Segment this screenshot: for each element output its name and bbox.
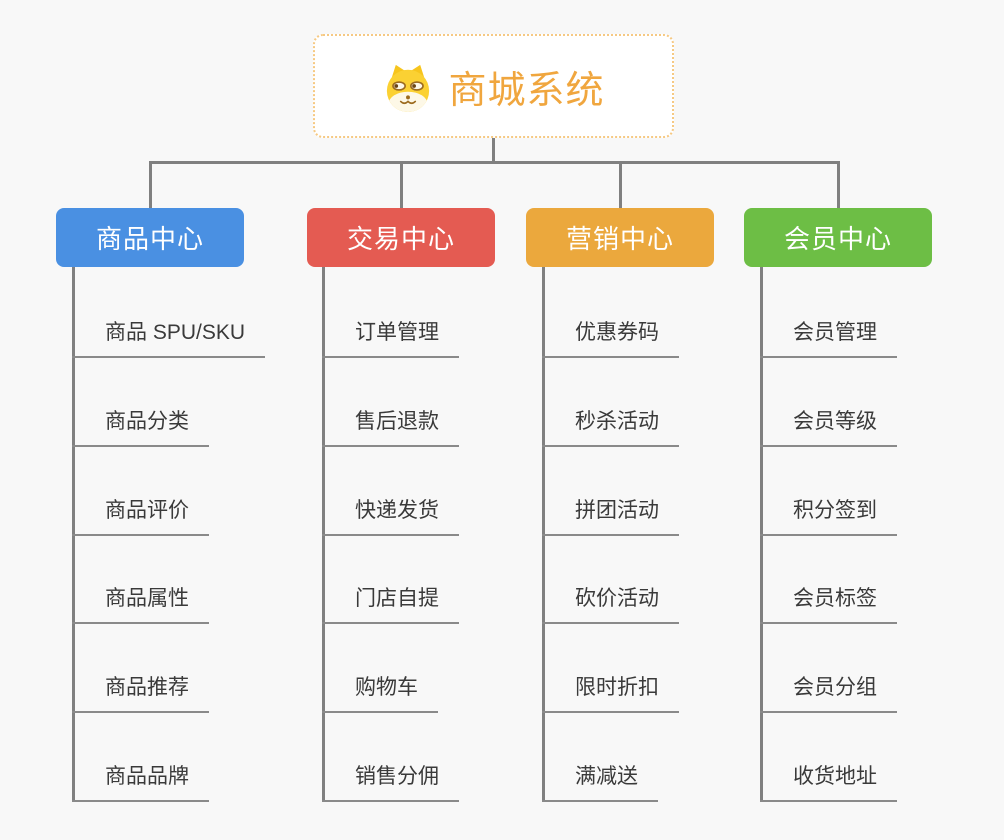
connector-drop-2 — [400, 161, 403, 208]
connector-drop-1 — [149, 161, 152, 208]
branch-header-label: 商品中心 — [95, 224, 204, 254]
leaf-node[interactable]: 会员管理 — [760, 318, 897, 358]
leaf-node[interactable]: 会员等级 — [760, 407, 897, 447]
leaf-node[interactable]: 满减送 — [542, 762, 658, 802]
leaf-node[interactable]: 快递发货 — [322, 496, 459, 536]
leaf-node[interactable]: 商品分类 — [72, 407, 209, 447]
branch-header-trade-center[interactable]: 交易中心 — [307, 208, 495, 267]
leaf-node[interactable]: 商品 SPU/SKU — [72, 318, 266, 358]
root-node[interactable]: 商城系统 — [313, 34, 674, 138]
connector-drop-4 — [837, 161, 840, 208]
leaf-node[interactable]: 商品品牌 — [72, 762, 209, 802]
leaf-node[interactable]: 销售分佣 — [322, 762, 459, 802]
connector-top-bar — [149, 161, 839, 164]
connector-root-stem — [492, 136, 495, 164]
leaf-node[interactable]: 订单管理 — [322, 318, 459, 358]
leaf-node[interactable]: 商品属性 — [72, 584, 209, 624]
leaf-node[interactable]: 购物车 — [322, 673, 438, 713]
leaf-node[interactable]: 商品评价 — [72, 496, 209, 536]
leaf-node[interactable]: 优惠券码 — [542, 318, 679, 358]
branch-header-member-center[interactable]: 会员中心 — [744, 208, 932, 267]
leaf-node[interactable]: 会员标签 — [760, 584, 897, 624]
leaf-node[interactable]: 收货地址 — [760, 762, 897, 802]
leaf-node[interactable]: 售后退款 — [322, 407, 459, 447]
branch-header-label: 交易中心 — [346, 224, 455, 254]
leaf-node[interactable]: 门店自提 — [322, 584, 459, 624]
branch-header-label: 营销中心 — [565, 224, 674, 254]
doge-icon — [387, 64, 430, 112]
leaf-node[interactable]: 商品推荐 — [72, 673, 209, 713]
root-title: 商城系统 — [448, 69, 605, 112]
leaf-node[interactable]: 秒杀活动 — [542, 407, 679, 447]
leaf-node[interactable]: 砍价活动 — [542, 584, 679, 624]
branch-header-marketing-center[interactable]: 营销中心 — [526, 208, 714, 267]
leaf-node[interactable]: 积分签到 — [760, 496, 897, 536]
leaf-node[interactable]: 限时折扣 — [542, 673, 679, 713]
connector-drop-3 — [619, 161, 622, 208]
branch-header-label: 会员中心 — [783, 224, 892, 254]
leaf-node[interactable]: 会员分组 — [760, 673, 897, 713]
leaf-node[interactable]: 拼团活动 — [542, 496, 679, 536]
branch-header-product-center[interactable]: 商品中心 — [56, 208, 244, 267]
